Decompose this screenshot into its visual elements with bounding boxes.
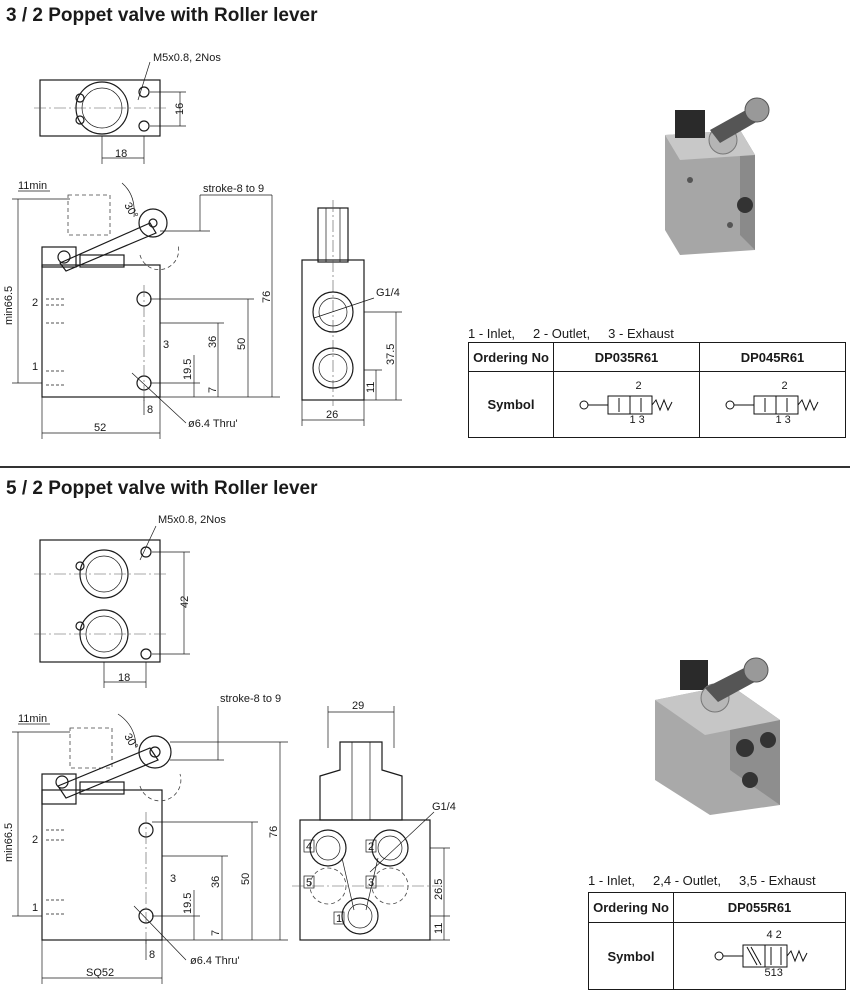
s1-dim-36: 36 xyxy=(207,336,219,348)
s2-top-view: M5x0.8, 2Nos 42 18 xyxy=(34,514,226,688)
s2-dim-7: 7 xyxy=(210,930,222,936)
s1-11min: 11min xyxy=(18,180,47,192)
s1-th-dp045: DP045R61 xyxy=(699,342,846,372)
s2-min665: min66.5 xyxy=(3,823,15,862)
s2-dim-265: 26.5 xyxy=(433,879,445,900)
s1-symbol-dp035: 2 1 3 xyxy=(553,371,700,438)
s1-th-dp035: DP035R61 xyxy=(553,342,700,372)
s2-face-5: 5 xyxy=(306,877,312,889)
s2-dim-18: 18 xyxy=(118,672,130,684)
s2-face-4: 4 xyxy=(306,841,312,853)
s2-side-view: 11min min66.5 2 1 3 30° stroke-8 to 9 76… xyxy=(3,693,288,984)
s1-port1: 1 xyxy=(32,361,38,373)
s1-dim-195: 19.5 xyxy=(182,359,194,380)
s2-ordering-table: Ordering No DP055R61 Symbol 4 2 513 xyxy=(588,892,846,990)
s1-side-view: 11min min66.5 2 1 3 30° stroke-8 to 9 76… xyxy=(3,180,280,439)
s1-thru: ø6.4 Thru' xyxy=(188,418,238,430)
s1-port2: 2 xyxy=(32,297,38,309)
s2-sq52: SQ52 xyxy=(86,967,114,979)
s2-th-order: Ordering No xyxy=(588,892,674,923)
s1-sym2-bottom: 1 3 xyxy=(775,413,791,426)
s1-sym2-top: 2 xyxy=(781,379,788,392)
s1-angle: 30° xyxy=(121,201,140,221)
s2-product-photo xyxy=(655,657,780,815)
s1-dim-50: 50 xyxy=(236,338,248,350)
section2-title: 5 / 2 Poppet valve with Roller lever xyxy=(6,478,318,499)
s2-dim-42: 42 xyxy=(179,596,191,608)
s1-dim-52: 52 xyxy=(94,422,106,434)
s2-dim-36: 36 xyxy=(210,876,222,888)
s1-dim-18: 18 xyxy=(115,148,127,160)
s1-dim-7: 7 xyxy=(207,387,219,393)
s2-angle: 30° xyxy=(121,732,140,752)
s2-dim-29: 29 xyxy=(352,700,364,712)
s1-g14: G1/4 xyxy=(376,287,400,299)
s1-port3: 3 xyxy=(163,339,169,351)
s1-dim-26: 26 xyxy=(326,409,338,421)
s2-m5-label: M5x0.8, 2Nos xyxy=(158,514,226,526)
s1-dim-76: 76 xyxy=(261,291,273,303)
s2-thru: ø6.4 Thru' xyxy=(190,955,240,967)
s1-product-photo xyxy=(665,97,770,255)
s2-stroke: stroke-8 to 9 xyxy=(220,693,281,705)
s2-face-3: 3 xyxy=(368,877,374,889)
s1-dim-11: 11 xyxy=(365,382,377,393)
s2-dim-76: 76 xyxy=(268,826,280,838)
s2-dim-11: 11 xyxy=(433,923,445,934)
s2-sym-bottom: 513 xyxy=(764,967,783,979)
s2-dim-8: 8 xyxy=(149,949,155,961)
s2-dim-50: 50 xyxy=(240,873,252,885)
section1-title: 3 / 2 Poppet valve with Roller lever xyxy=(6,5,318,26)
s1-th-order: Ordering No xyxy=(468,342,554,372)
s1-front-view: G1/4 37.5 11 26 xyxy=(301,200,402,426)
s2-th-symbol: Symbol xyxy=(588,922,674,990)
s2-front-view: 29 G1/4 26.5 11 4 2 5 3 1 xyxy=(292,700,456,941)
s2-11min: 11min xyxy=(18,713,47,725)
s2-port3: 3 xyxy=(170,873,176,885)
s2-face-2: 2 xyxy=(368,841,374,853)
s1-symbol-dp045: 2 1 3 xyxy=(699,371,846,438)
s2-port1: 1 xyxy=(32,902,38,914)
s1-ordering-table: Ordering No DP035R61 DP045R61 Symbol 2 1… xyxy=(468,342,846,438)
s2-port-legend: 1 - Inlet, 2,4 - Outlet, 3,5 - Exhaust xyxy=(588,873,816,888)
s1-dim-8: 8 xyxy=(147,404,153,416)
s1-m5-label: M5x0.8, 2Nos xyxy=(153,52,221,64)
s1-top-view: M5x0.8, 2Nos 16 18 xyxy=(34,52,221,164)
s1-min665: min66.5 xyxy=(3,286,15,325)
s1-sym1-top: 2 xyxy=(635,379,642,392)
s2-face-1: 1 xyxy=(336,913,342,925)
s2-port2: 2 xyxy=(32,834,38,846)
s1-dim-375: 37.5 xyxy=(385,344,397,365)
s2-dim-195: 19.5 xyxy=(182,893,194,914)
s2-th-dp055: DP055R61 xyxy=(673,892,846,923)
s2-symbol-dp055: 4 2 513 xyxy=(673,922,846,990)
s1-stroke: stroke-8 to 9 xyxy=(203,183,264,195)
s1-port-legend: 1 - Inlet, 2 - Outlet, 3 - Exhaust xyxy=(468,326,674,341)
s2-g14: G1/4 xyxy=(432,801,456,813)
s2-sym-top: 4 2 xyxy=(766,929,782,941)
s1-sym1-bottom: 1 3 xyxy=(629,413,645,426)
s1-th-symbol: Symbol xyxy=(468,371,554,438)
section-divider xyxy=(0,466,850,468)
s1-dim-16: 16 xyxy=(174,103,186,115)
